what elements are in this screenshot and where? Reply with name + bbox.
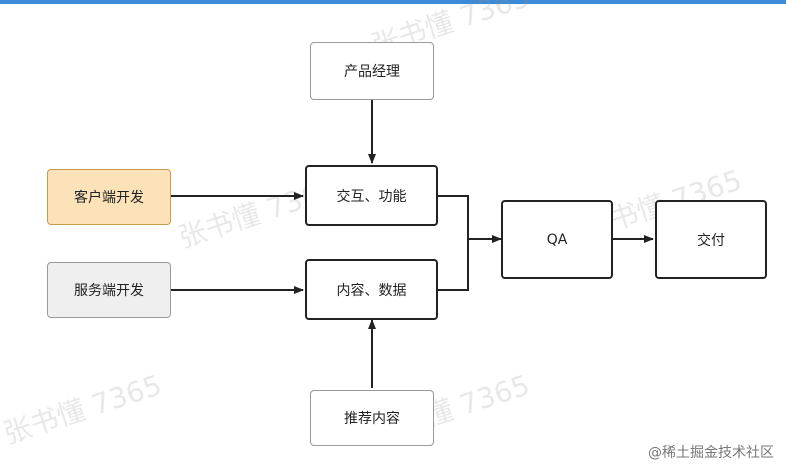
node-qa: QA bbox=[501, 200, 613, 279]
edge-content-merge bbox=[438, 239, 469, 291]
top-accent-bar bbox=[0, 0, 786, 4]
node-content-data: 内容、数据 bbox=[305, 259, 438, 320]
node-product-manager: 产品经理 bbox=[310, 42, 434, 100]
node-interaction-function: 交互、功能 bbox=[305, 165, 438, 226]
node-recommended-content: 推荐内容 bbox=[310, 390, 434, 446]
edge-interaction-merge bbox=[438, 195, 469, 239]
node-delivery: 交付 bbox=[655, 200, 767, 279]
node-server-dev: 服务端开发 bbox=[47, 262, 171, 318]
node-client-dev: 客户端开发 bbox=[47, 169, 171, 225]
footer-credit: @稀土掘金技术社区 bbox=[648, 445, 774, 461]
